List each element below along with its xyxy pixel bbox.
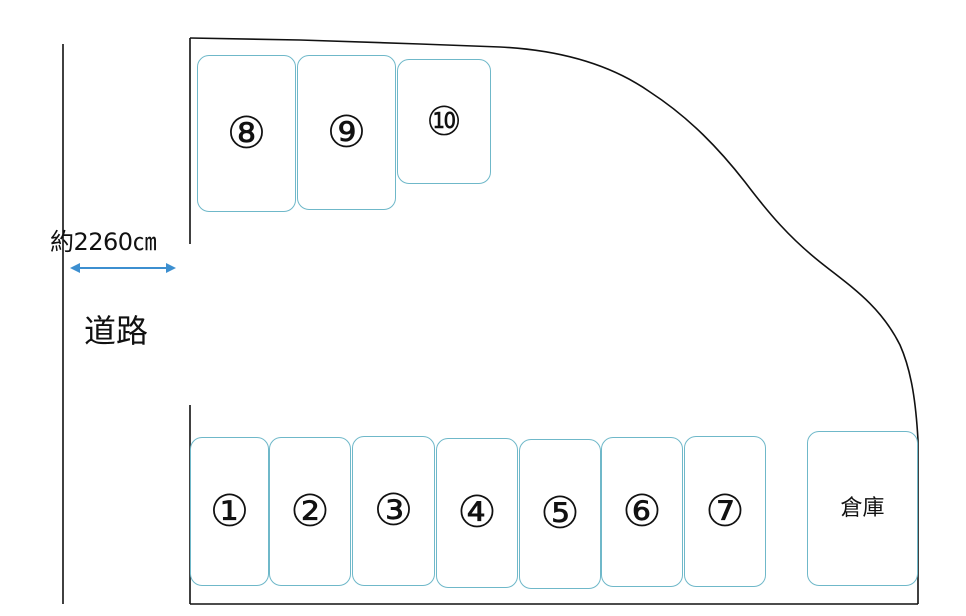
space-number: ⑤	[540, 488, 580, 539]
space-number: ⑦	[705, 485, 745, 537]
space-number: ③	[373, 485, 414, 536]
space-number: ⑥	[622, 486, 662, 537]
parking-space-5[interactable]: ⑤	[519, 439, 601, 589]
parking-space-3[interactable]: ③	[352, 436, 435, 586]
parking-space-2[interactable]: ②	[269, 437, 351, 586]
space-number: ②	[290, 485, 330, 537]
space-number: ⑩	[426, 98, 462, 145]
parking-space-8[interactable]: ⑧	[197, 55, 296, 212]
space-number: ①	[209, 485, 250, 537]
storage-label: 倉庫	[840, 495, 885, 521]
lot-curved-boundary	[189, 37, 919, 604]
road-width-arrow	[70, 263, 176, 273]
storage-shed[interactable]: 倉庫	[807, 431, 918, 586]
space-number: ⑧	[226, 107, 267, 159]
parking-space-4[interactable]: ④	[436, 438, 518, 588]
space-number: ④	[457, 487, 497, 538]
parking-space-1[interactable]: ①	[190, 437, 269, 586]
road-label: 道路	[84, 312, 149, 350]
road-width-label: 約2260㎝	[50, 228, 157, 256]
space-number: ⑨	[326, 106, 367, 158]
parking-space-9[interactable]: ⑨	[297, 55, 396, 210]
parking-space-6[interactable]: ⑥	[601, 437, 683, 587]
parking-space-10[interactable]: ⑩	[397, 59, 491, 184]
parking-space-7[interactable]: ⑦	[684, 436, 766, 587]
